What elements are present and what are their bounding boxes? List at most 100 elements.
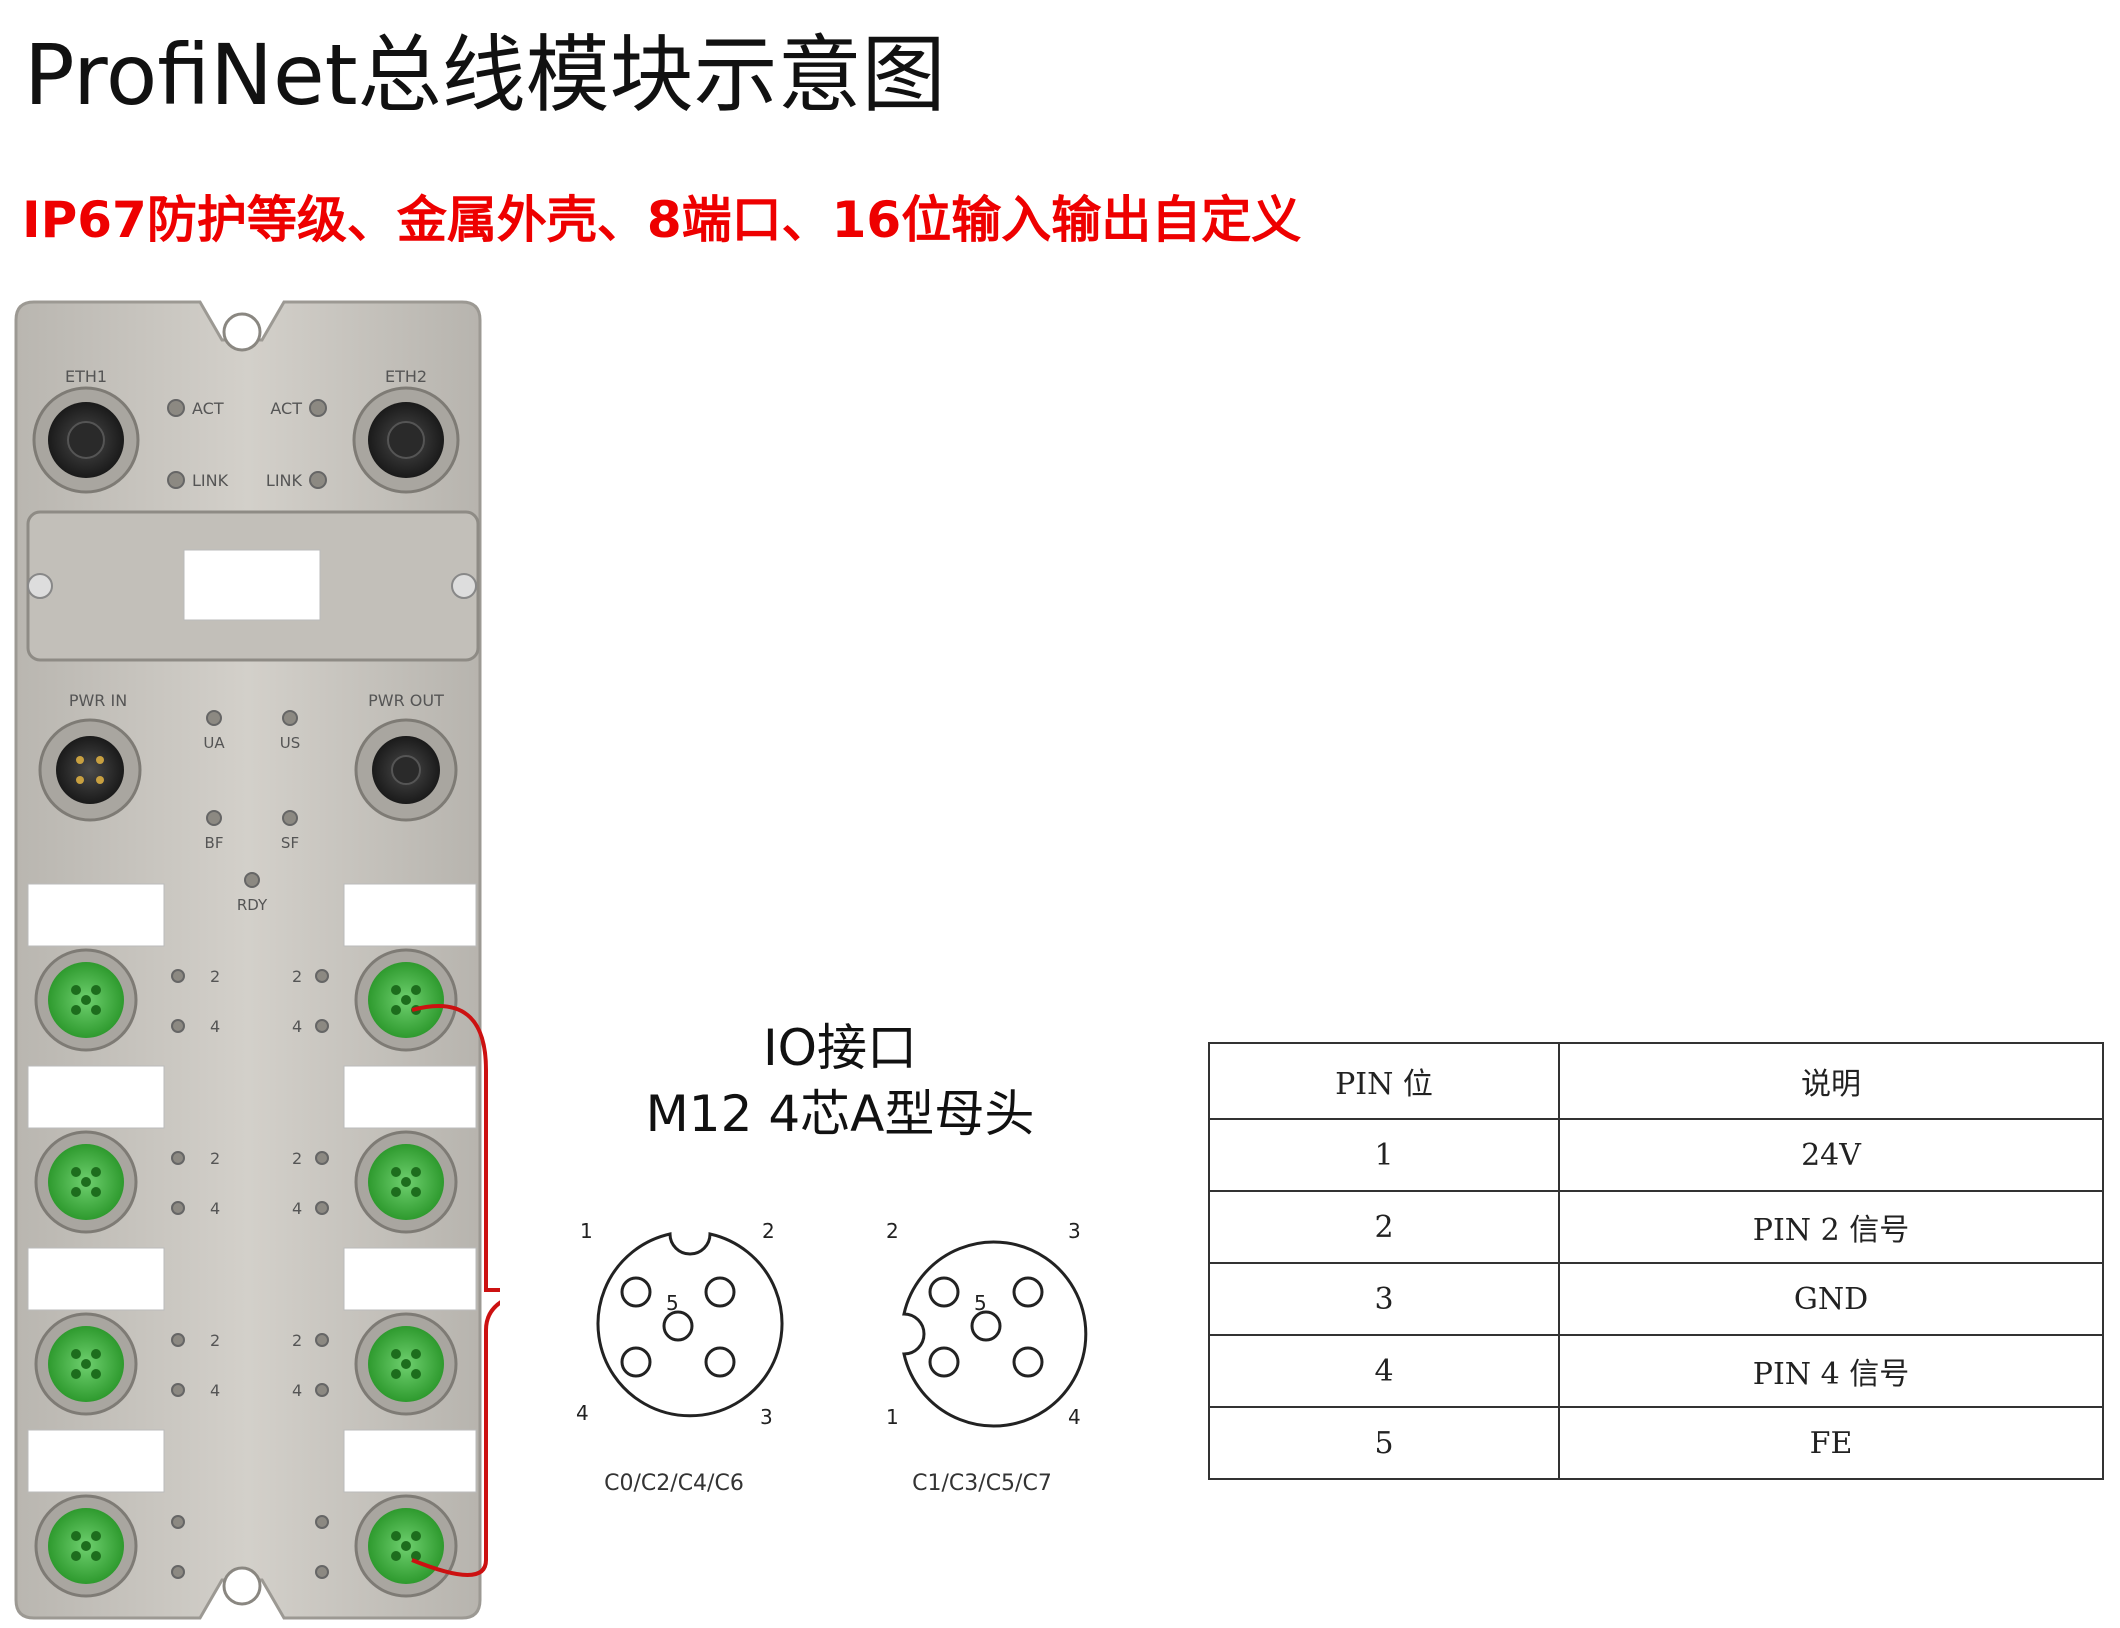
port-label-left bbox=[27, 883, 165, 947]
sf-label: SF bbox=[281, 834, 299, 852]
mount-hole-top bbox=[222, 312, 262, 352]
pinout-diagram-left: 1 2 3 4 5 C0/C2/C4/C6 bbox=[576, 1219, 784, 1496]
callout-bracket bbox=[411, 1004, 500, 1577]
io-port-c3 bbox=[354, 1130, 458, 1234]
io-port-c0 bbox=[34, 948, 138, 1052]
pin-assignment-table: PIN 位 说明 1 24V 2 PIN 2 信号 3 GND 4 PIN 4 … bbox=[1208, 1042, 2104, 1480]
io-port-c6 bbox=[34, 1494, 138, 1598]
profinet-module-illustration: ETH1 ETH2 ACT ACT LINK LINK PWR IN PWR O… bbox=[14, 300, 500, 1620]
svg-text:2: 2 bbox=[292, 1149, 302, 1168]
connector-caption-left: C0/C2/C4/C6 bbox=[604, 1471, 744, 1496]
io-port-c1 bbox=[354, 948, 458, 1052]
pin-number-4: 4 bbox=[576, 1401, 589, 1425]
pinout-diagram-right: 2 3 4 1 5 C1/C3/C5/C7 bbox=[886, 1219, 1088, 1496]
cover-screw-left bbox=[27, 573, 53, 599]
page-subtitle: IP67防护等级、金属外壳、8端口、16位输入输出自定义 bbox=[22, 191, 1302, 249]
pin-number-5: 5 bbox=[666, 1291, 679, 1315]
act-label-left: ACT bbox=[192, 399, 224, 418]
svg-text:2: 2 bbox=[292, 967, 302, 986]
svg-text:4: 4 bbox=[210, 1017, 220, 1036]
pwr-out-label: PWR OUT bbox=[368, 691, 444, 710]
pin-number-1: 1 bbox=[580, 1219, 593, 1243]
bf-label: BF bbox=[205, 834, 224, 852]
page-title: ProfiNet总线模块示意图 bbox=[24, 26, 946, 124]
svg-text:4: 4 bbox=[292, 1199, 302, 1218]
svg-text:2: 2 bbox=[210, 967, 220, 986]
pin-number-3: 3 bbox=[760, 1405, 773, 1429]
pin-number-1: 1 bbox=[886, 1405, 899, 1429]
ua-label: UA bbox=[203, 734, 225, 752]
description-cell: 24V bbox=[1558, 1118, 2104, 1192]
link-label-left: LINK bbox=[192, 471, 229, 490]
bf-led bbox=[206, 810, 222, 826]
eth1-connector bbox=[32, 386, 140, 494]
svg-text:2: 2 bbox=[292, 1331, 302, 1350]
io-port-c2 bbox=[34, 1130, 138, 1234]
io-title-line1: IO接口 bbox=[762, 1019, 918, 1077]
pwr-in-label: PWR IN bbox=[69, 691, 127, 710]
io-port-c7 bbox=[354, 1494, 458, 1598]
table-row: 1 24V bbox=[1208, 1118, 2104, 1192]
header-pin: PIN 位 bbox=[1208, 1042, 1560, 1120]
act-led-right bbox=[309, 399, 327, 417]
pin-cell: 2 bbox=[1208, 1190, 1560, 1264]
table-row: 4 PIN 4 信号 bbox=[1208, 1334, 2104, 1408]
port-label-right bbox=[343, 1429, 477, 1493]
pin-cell: 1 bbox=[1208, 1118, 1560, 1192]
description-cell: FE bbox=[1558, 1406, 2104, 1480]
pwr-out-connector bbox=[354, 718, 458, 822]
description-cell: GND bbox=[1558, 1262, 2104, 1336]
port-label-left bbox=[27, 1247, 165, 1311]
pin-number-2: 2 bbox=[762, 1219, 775, 1243]
svg-text:4: 4 bbox=[292, 1017, 302, 1036]
pin-number-3: 3 bbox=[1068, 1219, 1081, 1243]
port-label-right bbox=[343, 1247, 477, 1311]
cover-label bbox=[183, 549, 321, 621]
pin-cell: 3 bbox=[1208, 1262, 1560, 1336]
pwr-in-connector bbox=[38, 718, 142, 822]
svg-text:4: 4 bbox=[210, 1199, 220, 1218]
table-row: 5 FE bbox=[1208, 1406, 2104, 1480]
eth1-label: ETH1 bbox=[65, 367, 107, 386]
svg-text:2: 2 bbox=[210, 1149, 220, 1168]
pin-number-4: 4 bbox=[1068, 1405, 1081, 1429]
io-title-line2: M12 4芯A型母头 bbox=[645, 1085, 1035, 1143]
table-header-row: PIN 位 说明 bbox=[1208, 1042, 2104, 1120]
us-label: US bbox=[280, 734, 301, 752]
rdy-led bbox=[244, 872, 260, 888]
port-label-left bbox=[27, 1065, 165, 1129]
description-cell: PIN 2 信号 bbox=[1558, 1190, 2104, 1264]
table-row: 2 PIN 2 信号 bbox=[1208, 1190, 2104, 1264]
svg-text:2: 2 bbox=[210, 1331, 220, 1350]
io-port-c5 bbox=[354, 1312, 458, 1416]
us-led bbox=[282, 710, 298, 726]
pin-number-5: 5 bbox=[974, 1291, 987, 1315]
rdy-label: RDY bbox=[237, 896, 268, 914]
svg-text:4: 4 bbox=[292, 1381, 302, 1400]
description-cell: PIN 4 信号 bbox=[1558, 1334, 2104, 1408]
mount-hole-bottom bbox=[222, 1566, 262, 1606]
pin-number-2: 2 bbox=[886, 1219, 899, 1243]
link-label-right: LINK bbox=[266, 471, 303, 490]
eth2-label: ETH2 bbox=[385, 367, 427, 386]
act-label-right: ACT bbox=[270, 399, 302, 418]
act-led-left bbox=[167, 399, 185, 417]
pin-cell: 4 bbox=[1208, 1334, 1560, 1408]
cover-screw-right bbox=[451, 573, 477, 599]
io-interface-title: IO接口 M12 4芯A型母头 bbox=[580, 1015, 1100, 1147]
io-ports: 2 4 2 4 2 4 2 4 2 4 2 4 bbox=[27, 883, 477, 1598]
link-led-left bbox=[167, 471, 185, 489]
connector-caption-right: C1/C3/C5/C7 bbox=[912, 1471, 1052, 1496]
sf-led bbox=[282, 810, 298, 826]
table-row: 3 GND bbox=[1208, 1262, 2104, 1336]
svg-text:4: 4 bbox=[210, 1381, 220, 1400]
io-port-c4 bbox=[34, 1312, 138, 1416]
ua-led bbox=[206, 710, 222, 726]
port-label-left bbox=[27, 1429, 165, 1493]
header-description: 说明 bbox=[1558, 1042, 2104, 1120]
eth2-connector bbox=[352, 386, 460, 494]
pin-cell: 5 bbox=[1208, 1406, 1560, 1480]
port-label-right bbox=[343, 883, 477, 947]
port-label-right bbox=[343, 1065, 477, 1129]
link-led-right bbox=[309, 471, 327, 489]
